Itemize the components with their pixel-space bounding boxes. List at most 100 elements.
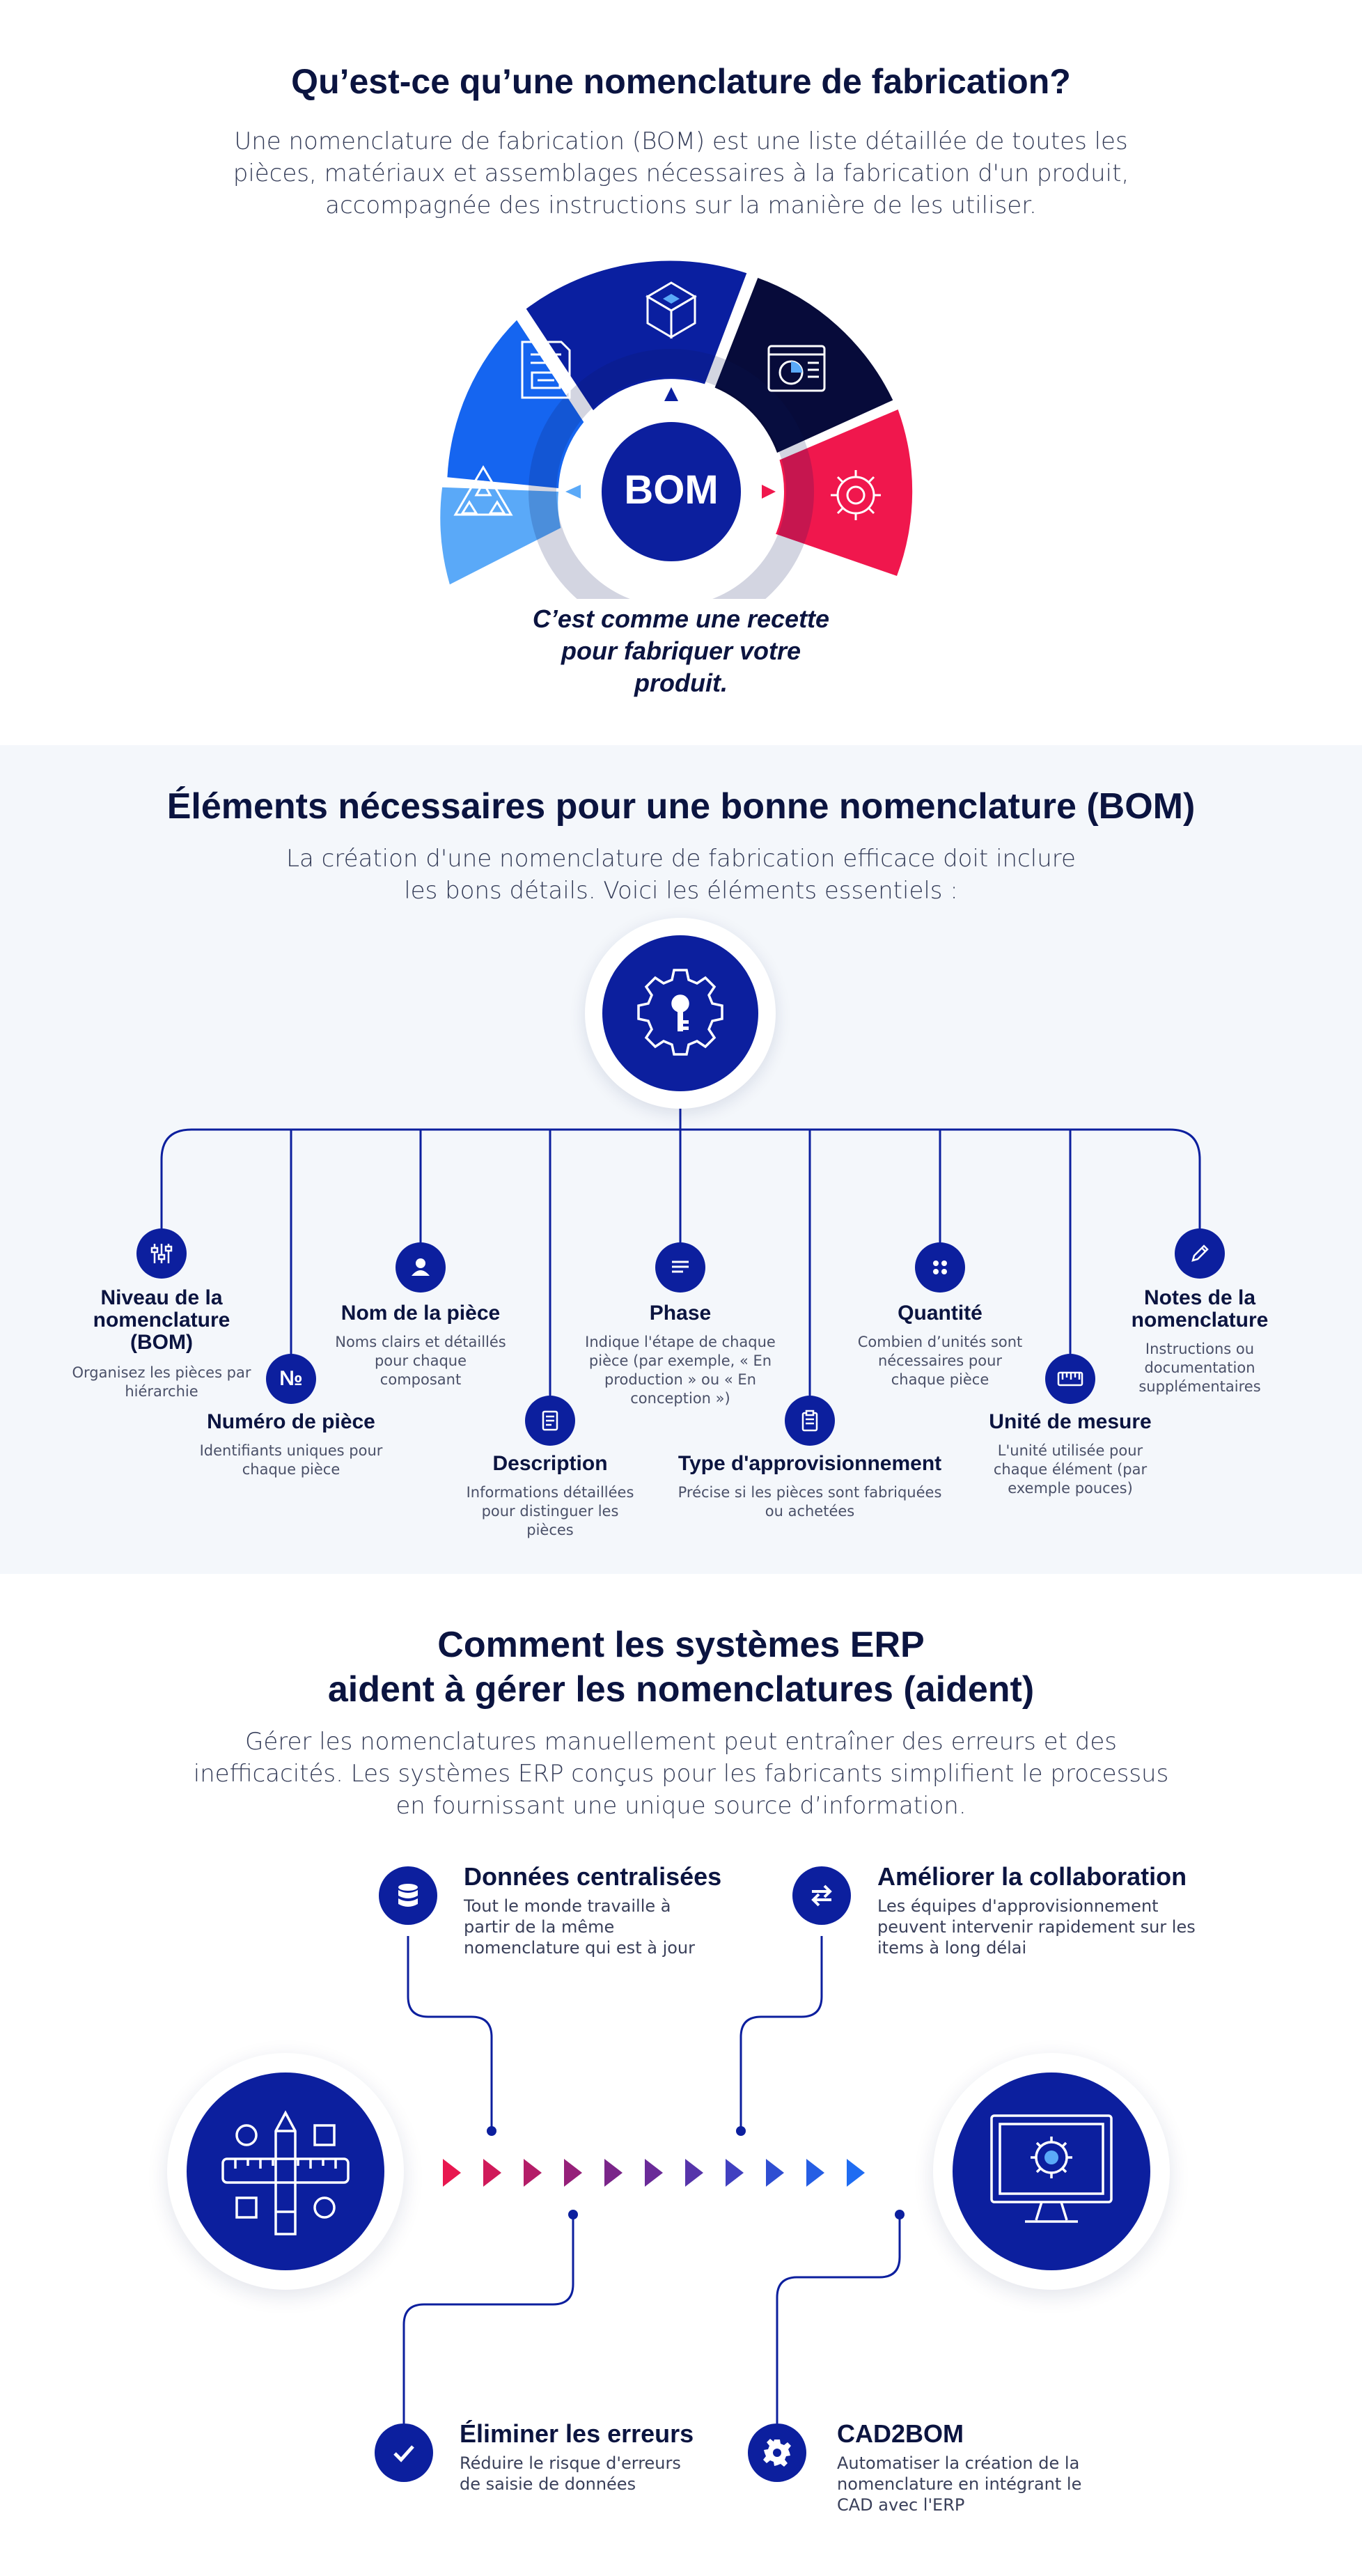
section1-lead: Une nomenclature de fabrication (BOM) es… — [0, 125, 1362, 221]
grid-dots-icon — [915, 1242, 965, 1293]
section2-lead: La création d'une nomenclature de fabric… — [0, 843, 1362, 907]
gear-icon — [831, 470, 881, 520]
flow-arrow — [604, 2159, 623, 2187]
wheel-segment-5 — [776, 409, 913, 576]
text-lines-icon — [655, 1242, 705, 1293]
lead-line: inefficacités. Les systèmes ERP conçus p… — [193, 1760, 1169, 1788]
element-title: Unité de mesure — [989, 1410, 1152, 1433]
element-tree-lines — [160, 1107, 1201, 1400]
description-icon — [525, 1396, 575, 1446]
feature-title: CAD2BOM — [837, 2419, 964, 2448]
bom-wheel — [440, 260, 913, 599]
element-title: Nom de la pièce — [340, 1302, 501, 1325]
element-part-name: Nom de la pièce Noms clairs et détaillés… — [316, 1302, 525, 1389]
flow-arrow — [524, 2159, 542, 2187]
clipboard-icon — [785, 1396, 835, 1446]
lead-line: La création d'une nomenclature de fabric… — [286, 845, 1076, 873]
element-title: Description — [492, 1452, 608, 1475]
flow-arrow — [726, 2159, 744, 2187]
wheel-segment-2 — [447, 320, 584, 488]
element-title: Numéro de pièce — [207, 1410, 375, 1433]
flow-arrow — [847, 2159, 865, 2187]
lead-line: accompagnée des instructions sur la mani… — [325, 192, 1037, 219]
pencil-icon — [1175, 1228, 1225, 1279]
number-icon: № — [266, 1354, 316, 1404]
swap-arrows-icon — [792, 1866, 851, 1925]
section2-title: Éléments nécessaires pour une bonne nome… — [166, 786, 1196, 827]
monitor-gear-icon — [953, 2072, 1150, 2270]
chart-icon — [767, 345, 826, 392]
ruler-icon — [1045, 1354, 1095, 1404]
feature-eliminate-errors: Éliminer les erreurs Réduire le risque d… — [460, 2419, 752, 2495]
feature-title: Éliminer les erreurs — [460, 2419, 694, 2448]
database-icon — [379, 1866, 437, 1925]
section1-title: Qu’est-ce qu’une nomenclature de fabrica… — [291, 62, 1071, 101]
lead-line: Une nomenclature de fabrication (BOM) es… — [234, 127, 1128, 155]
flow-arrow — [685, 2159, 703, 2187]
title-line: Comment les systèmes ERP — [437, 1625, 925, 1665]
flow-arrow — [483, 2159, 501, 2187]
caption-line: produit. — [634, 669, 728, 697]
feature-collaboration: Améliorer la collaboration Les équipes d… — [877, 1862, 1267, 1958]
lead-line: Gérer les nomenclatures manuellement peu… — [245, 1728, 1117, 1756]
cube-icon — [645, 281, 697, 339]
section3-lead: Gérer les nomenclatures manuellement peu… — [0, 1726, 1362, 1822]
caption-line: pour fabriquer votre — [561, 637, 801, 665]
flow-arrow — [766, 2159, 784, 2187]
triangles-icon — [453, 465, 513, 516]
cad-gear-icon — [748, 2423, 806, 2482]
feature-centralized-data: Données centralisées Tout le monde trava… — [464, 1862, 742, 1958]
section3-title: Comment les systèmes ERP aident à gérer … — [0, 1623, 1362, 1712]
element-part-number: Numéro de pièce Identifiants uniques pou… — [187, 1411, 396, 1479]
flow-arrow — [645, 2159, 663, 2187]
erp-flow-arrows — [443, 2159, 865, 2187]
element-procurement-type: Type d'approvisionnement Précise si les … — [667, 1453, 953, 1521]
gear-key-icon — [602, 935, 758, 1091]
flow-arrow — [806, 2159, 824, 2187]
caption-line: C’est comme une recette — [532, 604, 830, 633]
bom-caption: C’est comme une recette pour fabriquer v… — [0, 603, 1362, 699]
bom-level-icon — [136, 1228, 187, 1279]
lead-line: les bons détails. Voici les éléments ess… — [404, 877, 958, 905]
design-tools-icon — [187, 2072, 384, 2270]
title-line: aident à gérer les nomenclatures (aident… — [327, 1669, 1035, 1710]
element-title: Phase — [649, 1302, 712, 1325]
person-icon — [396, 1242, 446, 1293]
flow-arrow — [443, 2159, 461, 2187]
feature-title: Données centralisées — [464, 1862, 722, 1891]
erp-flow-lines — [402, 1936, 905, 2423]
element-title: Quantité — [898, 1302, 983, 1325]
number-glyph: № — [279, 1367, 303, 1390]
lead-line: pièces, matériaux et assemblages nécessa… — [233, 159, 1129, 187]
bom-hub-label: BOM — [624, 467, 719, 513]
wheel-segment-4 — [714, 278, 893, 453]
document-icon — [521, 341, 571, 399]
lead-line: en fournissant une unique source d’infor… — [396, 1792, 966, 1820]
flow-arrow — [564, 2159, 582, 2187]
wheel-segment-1 — [440, 487, 561, 585]
feature-title: Améliorer la collaboration — [877, 1862, 1187, 1891]
checkmark-icon — [375, 2423, 433, 2482]
element-title: Type d'approvisionnement — [678, 1452, 942, 1475]
